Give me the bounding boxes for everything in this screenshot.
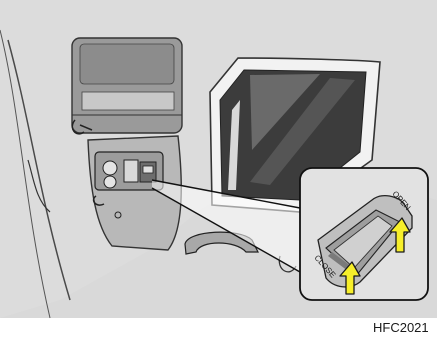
- figure-reference-code: HFC2021: [373, 320, 429, 335]
- sun-visor: [72, 38, 182, 133]
- switch-detail-callout: [300, 168, 428, 300]
